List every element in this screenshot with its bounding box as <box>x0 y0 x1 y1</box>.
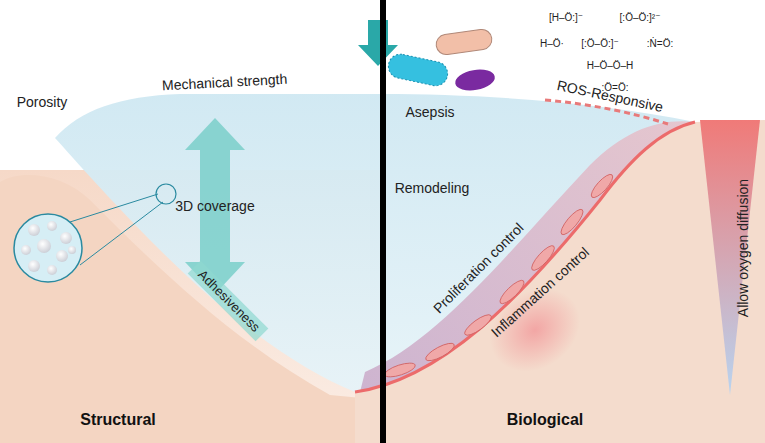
pore-zoom <box>14 214 82 282</box>
force-arrow <box>358 20 398 66</box>
panel-title: Structural <box>80 411 156 429</box>
chemical-formula: :Ṅ=Ö: <box>647 38 673 50</box>
chemical-formula: [:Ö–Ö:]⁻ <box>581 38 619 50</box>
bacterium <box>435 28 493 56</box>
leader-line <box>70 194 158 222</box>
divider <box>380 0 386 443</box>
chemical-formula: [:Ö–Ö:]²⁻ <box>620 12 661 24</box>
pores <box>21 221 76 275</box>
proliferation-band <box>360 121 695 392</box>
feature-label: Asepsis <box>405 104 454 120</box>
tissue-line <box>355 122 695 392</box>
cells <box>383 172 616 380</box>
feature-label: Mechanical strength <box>162 71 288 94</box>
hydrogel <box>55 94 695 392</box>
bacterium <box>386 52 450 88</box>
chemical-formula: H–Ö–Ö–H <box>587 60 634 72</box>
chemical-formula: H–Ö· <box>540 38 564 50</box>
zoom-spot <box>156 184 176 204</box>
feature-label: Porosity <box>17 94 68 110</box>
leader-line <box>80 202 163 265</box>
panel-title: Biological <box>507 411 583 429</box>
feature-label: Remodeling <box>395 180 470 196</box>
feature-label: Allow oxygen diffusion <box>735 179 751 317</box>
bacterium <box>454 67 497 94</box>
adhesive-highlight <box>188 261 269 342</box>
chemical-formula: :Ö=Ö: <box>602 82 629 94</box>
feature-label: 3D coverage <box>175 198 254 214</box>
chemical-formula: [H–Ö:]⁻ <box>549 12 583 24</box>
oxygen-gradient <box>700 120 760 395</box>
